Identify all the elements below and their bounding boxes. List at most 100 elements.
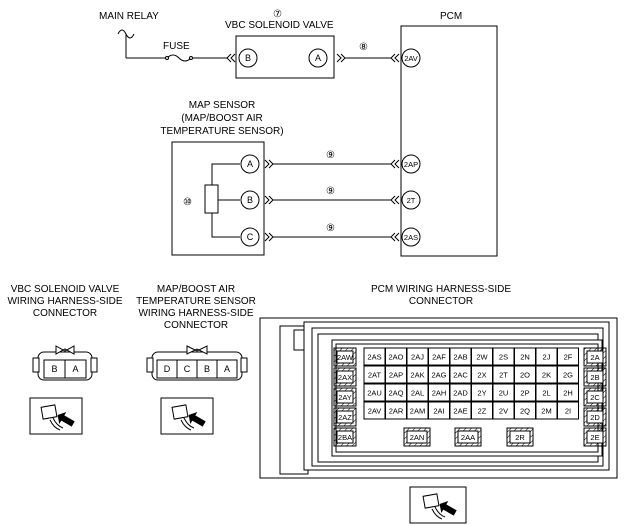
- map-connector-view-icon: [160, 397, 214, 435]
- map-pin-a: [240, 154, 260, 174]
- callout-9-c: ⑨: [326, 223, 335, 234]
- pcm-pin-2c-label: 2C: [590, 393, 600, 402]
- pcm-pin-2as: [401, 227, 421, 247]
- pcm-pin-2m: 2M: [535, 401, 558, 420]
- pcm-pin-2ba: 2BA: [333, 427, 357, 447]
- map-internal-wire-c: [211, 213, 240, 238]
- pcm-pin-2as-label: 2AS: [367, 353, 381, 362]
- vbc-connector: B A: [32, 345, 98, 381]
- vbc-connector-title-1: VBC SOLENOID VALVE: [11, 284, 120, 295]
- pcm-pin-2i-label: 2I: [565, 407, 571, 416]
- vbc-solenoid-valve-title: VBC SOLENOID VALVE: [225, 20, 334, 31]
- pcm-title: PCM: [440, 11, 462, 22]
- map-internal-wire-a: [211, 163, 240, 185]
- connector-chevron-icon: [390, 53, 400, 63]
- pcm-pin-2ak-label: 2AK: [410, 371, 424, 380]
- pcm-pin-2z-label: 2Z: [478, 407, 487, 416]
- wire-9-b: [264, 195, 400, 205]
- pcm-pin-2ae-label: 2AE: [453, 407, 467, 416]
- pcm-pin-2o-label: 2O: [520, 371, 530, 380]
- pcm-pin-2an-label: 2AN: [410, 433, 425, 442]
- pcm-pin-2ad-label: 2AD: [453, 389, 468, 398]
- pcm-pin-2ao: 2AO: [385, 347, 407, 366]
- pcm-pin-2r-label: 2R: [515, 433, 525, 442]
- map-connector-title-4: CONNECTOR: [164, 320, 228, 331]
- main-relay-label: MAIN RELAY: [99, 11, 159, 22]
- pcm-pin-2av-label: 2AV: [404, 54, 418, 63]
- vbc-connector-title-3: CONNECTOR: [33, 308, 97, 319]
- vbc-pin-b-label: B: [245, 53, 251, 63]
- pcm-pin-2t-label: 2T: [499, 371, 508, 380]
- pcm-pin-2f-label: 2F: [564, 353, 573, 362]
- map-pin-b: [240, 190, 260, 210]
- pcm-pin-2c: 2C: [583, 387, 607, 407]
- pcm-pin-2ag: 2AG: [428, 365, 450, 384]
- pcm-pin-2j: 2J: [535, 347, 558, 366]
- pcm-pin-2au: 2AU: [363, 383, 386, 402]
- pcm-pin-2aq: 2AQ: [385, 383, 407, 402]
- pcm-pin-2ax: 2AX: [333, 367, 357, 387]
- pcm-pin-2aj: 2AJ: [406, 347, 429, 366]
- map-pin-c-label: C: [247, 232, 254, 242]
- pcm-pin-2k-label: 2K: [542, 371, 551, 380]
- map-sensor-title-3: TEMPERATURE SENSOR): [160, 126, 283, 137]
- map-connector: D C B A: [146, 345, 248, 381]
- pcm-pin-2b-label: 2B: [590, 373, 599, 382]
- vbc-connector-pin: B: [51, 364, 57, 374]
- vbc-connector-view-icon: [29, 397, 83, 435]
- vbc-connector-pin: A: [72, 364, 78, 374]
- wire-9-c: [264, 232, 400, 242]
- pcm-pin-2p-label: 2P: [520, 389, 529, 398]
- pcm-pin-2aw: 2AW: [333, 347, 357, 367]
- pcm-pin-2g: 2G: [557, 365, 579, 384]
- pcm-pin-2av: [401, 48, 421, 68]
- pcm-connector-view-icon: [409, 486, 467, 524]
- pcm-pin-2al: 2AL: [406, 383, 429, 402]
- pcm-pin-2v: 2V: [492, 401, 515, 420]
- pcm-pin-2ad: 2AD: [449, 383, 472, 402]
- resistor-icon: [204, 184, 219, 214]
- pcm-pin-2aq-label: 2AQ: [388, 389, 403, 398]
- pcm-pin-2e-label: 2E: [590, 433, 599, 442]
- pcm-pin-2p: 2P: [514, 383, 536, 402]
- pcm-pin-2d-label: 2D: [590, 413, 600, 422]
- pcm-pin-2y: 2Y: [471, 383, 493, 402]
- pcm-pin-2ab: 2AB: [449, 347, 472, 366]
- pcm-pin-2ai-label: 2AI: [433, 407, 444, 416]
- callout-9-a: ⑨: [326, 150, 335, 161]
- pcm-pin-2n: 2N: [514, 347, 536, 366]
- pcm-pin-2u: 2U: [492, 383, 515, 402]
- pcm-pin-2ak: 2AK: [406, 365, 429, 384]
- pcm-pin-2aa-label: 2AA: [461, 433, 475, 442]
- pcm-pin-2az-label: 2AZ: [338, 413, 352, 422]
- pcm-pin-2am: 2AM: [406, 401, 429, 420]
- pcm-pin-2q-label: 2Q: [520, 407, 530, 416]
- pcm-pin-2w-label: 2W: [476, 353, 488, 362]
- pcm-pin-2am-label: 2AM: [410, 407, 425, 416]
- pcm-pin-2q: 2Q: [514, 401, 536, 420]
- pcm-pin-2ai: 2AI: [428, 401, 450, 420]
- pcm-pin-2ax-label: 2AX: [338, 373, 352, 382]
- pcm-connector-title-1: PCM WIRING HARNESS-SIDE: [371, 284, 511, 295]
- pcm-pin-2aj-label: 2AJ: [411, 353, 424, 362]
- pcm-pin-2ao-label: 2AO: [388, 353, 403, 362]
- pcm-pin-2w: 2W: [471, 347, 493, 366]
- pcm-connector-title-2: CONNECTOR: [409, 296, 473, 307]
- pcm-pin-2ar-label: 2AR: [389, 407, 404, 416]
- map-pin-a-label: A: [247, 159, 253, 169]
- pcm-pin-2i: 2I: [557, 401, 579, 420]
- wire-9-a: [264, 159, 400, 169]
- pcm-pin-2as-label: 2AS: [404, 233, 418, 242]
- map-connector-title-1: MAP/BOOST AIR: [157, 284, 235, 295]
- pcm-pin-2s-label: 2S: [499, 353, 508, 362]
- pcm-pin-2af-label: 2AF: [432, 353, 446, 362]
- pcm-pin-2j-label: 2J: [543, 353, 551, 362]
- connector-chevron-icon: [336, 53, 346, 63]
- pcm-pin-2an: 2AN: [403, 427, 431, 447]
- pcm-pin-2t: 2T: [492, 365, 515, 384]
- callout-7: ⑦: [273, 9, 282, 20]
- pcm-pin-2ap-label: 2AP: [404, 160, 418, 169]
- pcm-pin-2x-label: 2X: [477, 371, 486, 380]
- pcm-pin-2n-label: 2N: [520, 353, 530, 362]
